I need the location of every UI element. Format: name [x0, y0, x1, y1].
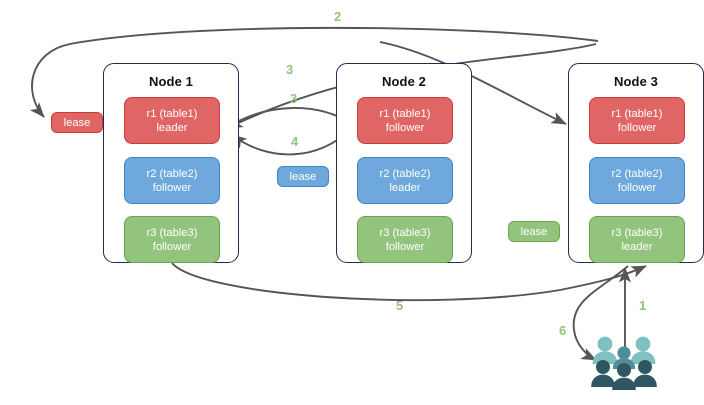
replica-role-label: follower: [617, 181, 657, 194]
node-box-node3[interactable]: Node 3 r1 (table1) follower r2 (table2) …: [568, 63, 704, 263]
node-title: Node 3: [614, 74, 658, 89]
replica-card-n3r3[interactable]: r3 (table3) leader: [589, 216, 685, 263]
lease-badge-range1[interactable]: lease: [51, 112, 103, 133]
step-label-6: 6: [559, 323, 567, 338]
node-title: Node 1: [149, 74, 193, 89]
replica-role-label: leader: [389, 181, 421, 194]
step-label-3-lower: 3: [290, 91, 298, 106]
replica-range-label: r1 (table1): [379, 107, 431, 120]
replica-role-label: leader: [156, 121, 188, 134]
replica-range-label: r1 (table1): [611, 107, 663, 120]
node-title: Node 2: [382, 74, 426, 89]
step-label-2: 2: [334, 9, 342, 24]
step-label-3-upper: 3: [286, 62, 294, 77]
replica-range-label: r1 (table1): [146, 107, 198, 120]
replica-card-n3r2[interactable]: r2 (table2) follower: [589, 157, 685, 204]
replica-role-label: follower: [152, 240, 192, 253]
step-label-4: 4: [291, 134, 299, 149]
replica-card-n1r2[interactable]: r2 (table2) follower: [124, 157, 220, 204]
replica-range-label: r2 (table2): [146, 167, 198, 180]
replica-range-label: r2 (table2): [379, 167, 431, 180]
replica-role-label: follower: [152, 181, 192, 194]
replica-card-n2r2[interactable]: r2 (table2) leader: [357, 157, 453, 204]
replica-card-n3r1[interactable]: r1 (table1) follower: [589, 97, 685, 144]
replica-card-n1r1[interactable]: r1 (table1) leader: [124, 97, 220, 144]
lease-badge-range2[interactable]: lease: [277, 166, 329, 187]
replica-card-n1r3[interactable]: r3 (table3) follower: [124, 216, 220, 263]
node-box-node2[interactable]: Node 2 r1 (table1) follower r2 (table2) …: [336, 63, 472, 263]
replica-range-label: r3 (table3): [611, 226, 663, 239]
replica-role-label: leader: [621, 240, 653, 253]
replica-range-label: r3 (table3): [379, 226, 431, 239]
node-box-node1[interactable]: Node 1 r1 (table1) leader r2 (table2) fo…: [103, 63, 239, 263]
edge-step-3-lower: [225, 107, 353, 129]
step-label-5: 5: [396, 298, 404, 313]
replica-range-label: r3 (table3): [146, 226, 198, 239]
replica-card-n2r1[interactable]: r1 (table1) follower: [357, 97, 453, 144]
people-icon: [591, 336, 657, 390]
step-label-1: 1: [639, 298, 647, 313]
replica-role-label: follower: [617, 121, 657, 134]
replica-role-label: follower: [385, 121, 425, 134]
replica-card-n2r3[interactable]: r3 (table3) follower: [357, 216, 453, 263]
replica-range-label: r2 (table2): [611, 167, 663, 180]
replica-role-label: follower: [385, 240, 425, 253]
lease-badge-range3[interactable]: lease: [508, 221, 560, 242]
edge-step-5: [171, 262, 647, 302]
